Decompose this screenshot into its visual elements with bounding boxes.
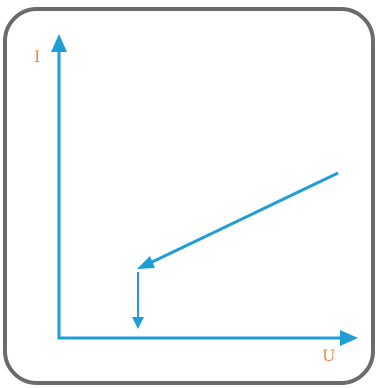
arrowhead-down-icon — [132, 317, 144, 329]
characteristic-line — [149, 171, 339, 265]
y-axis-label: I — [34, 47, 40, 66]
arrow-right-icon — [340, 330, 358, 346]
arrowhead-left-icon — [137, 256, 155, 269]
diagram-frame — [3, 7, 375, 385]
arrow-up-icon — [51, 34, 67, 52]
x-axis-label: U — [322, 346, 335, 365]
